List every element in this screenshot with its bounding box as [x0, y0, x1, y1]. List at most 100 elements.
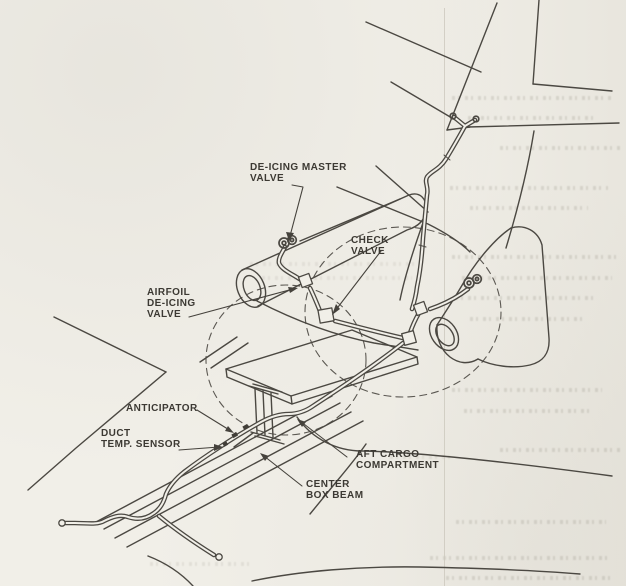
right-engine-duct-core	[429, 288, 469, 310]
left-stabilizer-trailing-edge	[390, 81, 458, 122]
box-beam-web-2	[262, 390, 266, 436]
belly-line-upper	[296, 416, 613, 477]
box-beam-flange-top-a	[248, 385, 279, 395]
bleed-through-artifact	[452, 96, 612, 100]
inlet-lip	[428, 316, 460, 352]
duct-clamp-tick	[418, 244, 427, 248]
arrowhead	[297, 419, 306, 427]
fin-leading-edge	[446, 2, 498, 131]
duct-temp-sensor-mark	[222, 441, 229, 447]
inlet-inner	[242, 274, 262, 302]
dorsal-line	[375, 165, 429, 213]
duct-end-cap	[215, 553, 223, 561]
y-branch-core-left	[453, 116, 466, 127]
bleed-through-artifact	[150, 562, 250, 566]
leading-edge-line-4	[126, 420, 364, 548]
callout-center-box-beam: CENTER BOX BEAM	[306, 479, 364, 501]
bleed-through-artifact	[452, 255, 620, 259]
leader-aft-cargo	[299, 420, 348, 458]
bleed-through-artifact	[456, 520, 606, 524]
master-valve-port-inner	[289, 237, 295, 243]
arrowhead	[332, 304, 340, 315]
crossfeed-duct-core	[334, 320, 404, 339]
valves-and-fittings	[278, 112, 483, 346]
bleed-through-artifact	[452, 388, 602, 392]
bleed-through-artifact	[390, 455, 450, 459]
duct-sensors	[222, 423, 250, 447]
callout-airfoil-deicing-valve: AIRFOIL DE-ICING VALVE	[147, 287, 196, 320]
cutaway-circle-left	[205, 284, 367, 436]
box-beam-flange-top-b	[252, 383, 283, 393]
left-stabilizer-leading-edge	[365, 21, 482, 73]
leading-edge-line-3	[114, 411, 352, 539]
callout-check-valve: CHECK VALVE	[351, 235, 389, 257]
right-master-valve-port-inner	[466, 280, 472, 286]
callout-deicing-master-valve: DE-ICING MASTER VALVE	[250, 162, 347, 184]
arrowhead	[286, 232, 294, 241]
leading-edge-line-1	[95, 395, 333, 523]
y-branch-cap	[449, 112, 457, 120]
tail-assembly	[365, 0, 620, 249]
callout-leaders	[178, 184, 382, 487]
bleed-through-artifact	[470, 206, 588, 210]
right-master-valve-port-inner	[474, 276, 480, 282]
anticipator-sensor	[231, 431, 239, 439]
nacelle-outline	[241, 193, 427, 307]
box-beam-flange-bottom-a	[250, 431, 281, 441]
aft-fuselage-right	[505, 130, 535, 249]
arrowhead	[225, 426, 234, 433]
inlet-inner	[435, 323, 455, 347]
root-spur-duct-core	[158, 515, 215, 556]
callout-aft-cargo-compartment: AFT CARGO COMPARTMENT	[356, 449, 440, 471]
anticipator-sensor	[242, 423, 250, 431]
bleed-through-artifact	[262, 276, 412, 280]
belly-line-lower	[251, 566, 581, 582]
right-stabilizer-top	[532, 83, 613, 92]
pylon-fuselage-line	[336, 186, 471, 253]
arrowhead	[288, 287, 298, 293]
cutaway-dashed-circles	[205, 226, 502, 436]
callout-anticipator: ANTICIPATOR	[126, 403, 198, 414]
callout-duct-temp-sensor: DUCT TEMP. SENSOR	[101, 428, 181, 450]
deicing-ducting	[58, 114, 478, 561]
bleed-through-artifact	[462, 276, 612, 280]
arrowhead	[260, 453, 269, 461]
skin-line-2	[210, 342, 249, 369]
bleed-through-artifact	[430, 556, 610, 560]
y-branch-cap	[472, 115, 480, 123]
cowl-seam	[299, 198, 401, 242]
wing-fillet-line	[309, 443, 367, 515]
bleed-through-artifact	[455, 296, 595, 300]
nacelle-outline-right	[477, 226, 550, 368]
leader-check-valve	[334, 250, 382, 312]
leader-duct-temp-sensor	[178, 446, 220, 451]
right-engine-nacelle	[428, 226, 550, 368]
bleed-through-artifact	[470, 317, 582, 321]
duct-clamp-tick	[443, 154, 451, 161]
bleed-through-artifact	[450, 186, 608, 190]
junction-fitting	[401, 330, 417, 346]
leading-edge-duct-core	[63, 342, 404, 525]
box-beam-brace	[233, 432, 254, 448]
bleed-through-artifact	[500, 146, 620, 150]
wing-root-edge	[27, 371, 167, 491]
center-section-panel	[225, 329, 419, 448]
bleed-through-artifact	[250, 262, 420, 266]
arrowhead	[214, 444, 223, 451]
cutaway-circle-right	[304, 226, 502, 398]
leader-anticipator	[196, 409, 232, 432]
leader-center-box-beam	[263, 455, 303, 487]
bleed-through-artifact	[446, 576, 614, 580]
fuselage-nose-line	[53, 316, 167, 373]
leader-airfoil-deicing-valve	[188, 288, 294, 318]
right-airfoil-valve-body	[412, 300, 429, 317]
wing-structure	[27, 316, 364, 548]
airfoil-valve-duct-core	[309, 287, 321, 312]
right-stabilizer-bottom	[467, 122, 620, 128]
left-engine-duct-core	[277, 246, 304, 282]
check-valve-body	[317, 307, 335, 324]
flap-curve	[147, 555, 194, 586]
leader-deicing-master-valve	[289, 184, 304, 237]
